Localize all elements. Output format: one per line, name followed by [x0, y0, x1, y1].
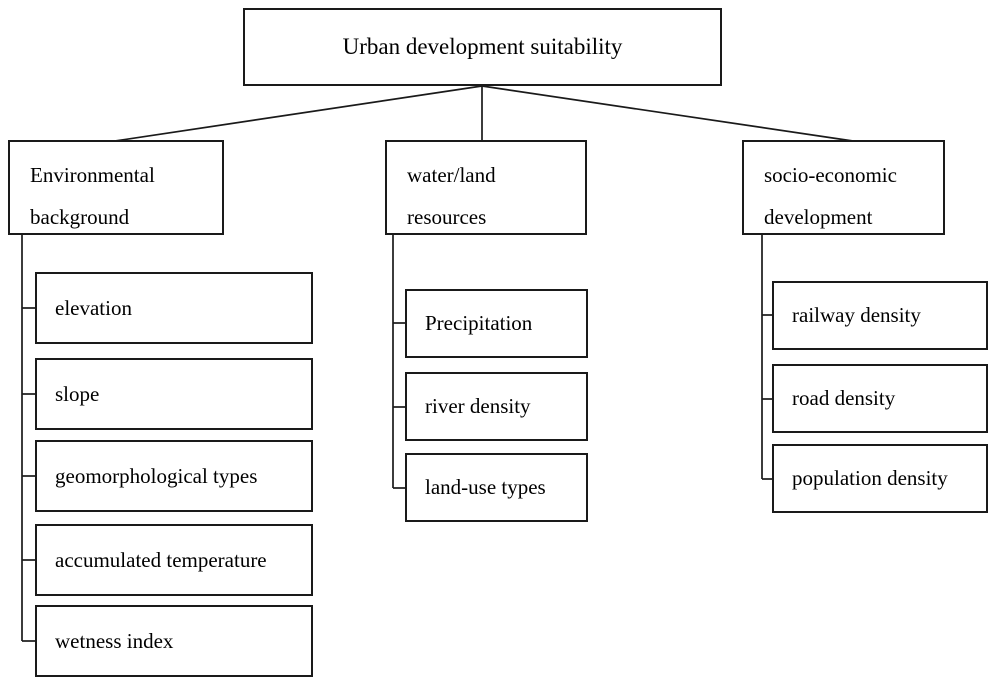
node-label: water/land resources [407, 163, 496, 229]
node-label: Precipitation [425, 311, 533, 335]
connector-line [481, 85, 854, 142]
node-elevation: elevation [35, 272, 313, 344]
node-population-density: population density [772, 444, 988, 513]
connector-line [114, 85, 483, 142]
node-precipitation: Precipitation [405, 289, 588, 358]
node-geomorphological-types: geomorphological types [35, 440, 313, 512]
node-wetness-index: wetness index [35, 605, 313, 677]
node-socio-economic-development: socio-economic development [742, 140, 945, 235]
node-label: elevation [55, 295, 132, 320]
node-water-land-resources: water/land resources [385, 140, 587, 235]
node-urban-development-suitability: Urban development suitability [243, 8, 722, 86]
node-label: wetness index [55, 628, 174, 653]
node-label: population density [792, 466, 948, 490]
node-railway-density: railway density [772, 281, 988, 350]
node-label: Environmental background [30, 163, 155, 229]
node-label: Urban development suitability [342, 34, 623, 59]
node-label: road density [792, 386, 896, 410]
node-road-density: road density [772, 364, 988, 433]
node-label: accumulated temperature [55, 547, 267, 572]
node-label: geomorphological types [55, 463, 258, 488]
node-river-density: river density [405, 372, 588, 441]
node-slope: slope [35, 358, 313, 430]
node-label: socio-economic development [764, 163, 897, 229]
node-label: slope [55, 381, 100, 406]
node-environmental-background: Environmental background [8, 140, 224, 235]
node-label: river density [425, 394, 531, 418]
node-accumulated-temperature: accumulated temperature [35, 524, 313, 596]
node-label: railway density [792, 303, 921, 327]
node-label: land-use types [425, 475, 546, 499]
node-land-use-types: land-use types [405, 453, 588, 522]
